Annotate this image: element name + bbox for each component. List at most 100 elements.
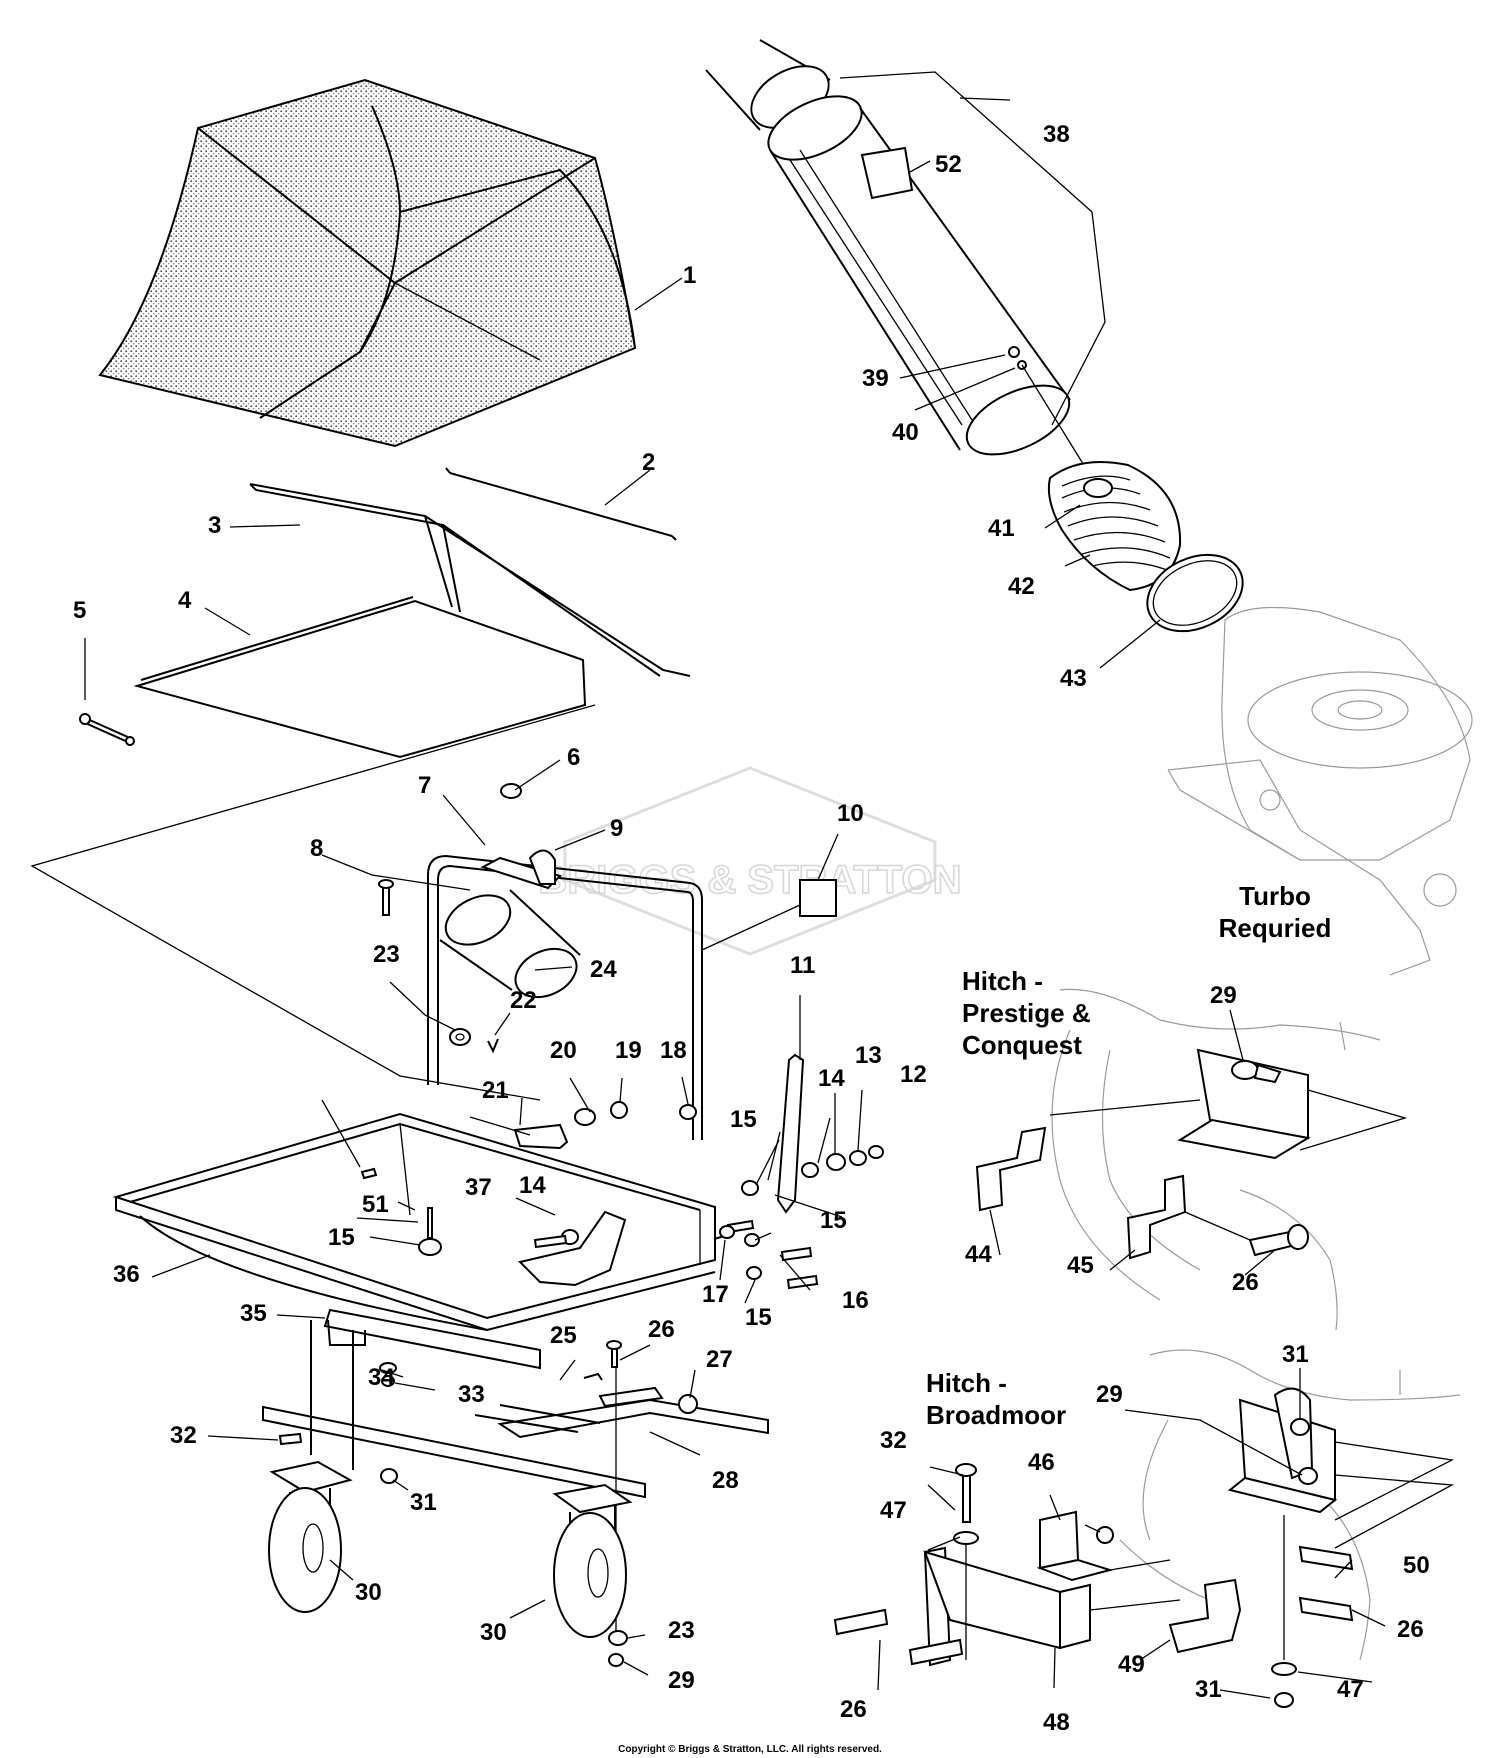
callout-26d: 26: [840, 1696, 867, 1723]
callout-13: 13: [855, 1042, 882, 1069]
callout-45: 45: [1067, 1252, 1094, 1279]
callout-44: 44: [965, 1241, 992, 1268]
leader-lines: [84, 97, 1386, 1699]
callout-26c: 26: [1397, 1616, 1424, 1643]
section-turbo-title: Turbo Requried: [1219, 881, 1332, 943]
part-clip-5: [79, 713, 135, 746]
callout-18: 18: [660, 1037, 687, 1064]
callout-46: 46: [1028, 1449, 1055, 1476]
callout-52: 52: [935, 151, 962, 178]
part-bag: [98, 78, 637, 448]
part-hardware-23-29: [608, 1630, 628, 1667]
callout-37: 37: [465, 1174, 492, 1201]
callout-15c: 15: [745, 1304, 772, 1331]
callout-47b: 47: [1337, 1676, 1364, 1703]
part-hardware-row: [513, 1101, 884, 1196]
part-hitch-broadmoor: [833, 1349, 1461, 1708]
callout-26a: 26: [648, 1316, 675, 1343]
callout-42: 42: [1008, 573, 1035, 600]
part-wheel-30-right: [552, 1483, 633, 1638]
callout-43: 43: [1060, 665, 1087, 692]
turbo-title-line1: Turbo: [1239, 881, 1311, 911]
callout-labels: 1 2 3 4 5 6 7 8 9 10 11 12 13 14 14 15 1…: [73, 121, 1430, 1736]
callout-29c: 29: [1096, 1381, 1123, 1408]
callout-21: 21: [482, 1077, 509, 1104]
part-tray-36: [112, 1112, 819, 1332]
callout-2: 2: [642, 449, 655, 476]
part-bracket-7-9: [480, 783, 562, 890]
guide-line: [30, 704, 596, 1101]
callout-4: 4: [178, 587, 192, 614]
callout-29a: 29: [668, 1667, 695, 1694]
hitch-broadmoor-line1: Hitch -: [926, 1368, 1007, 1398]
callout-30b: 30: [480, 1619, 507, 1646]
callout-19: 19: [615, 1037, 642, 1064]
callout-7: 7: [418, 772, 431, 799]
callout-24: 24: [590, 956, 617, 983]
callout-6: 6: [567, 744, 580, 771]
callout-22: 22: [510, 987, 537, 1014]
section-hitch-broadmoor-title: Hitch - Broadmoor: [926, 1368, 1066, 1430]
callout-38: 38: [1043, 121, 1070, 148]
callout-15a: 15: [730, 1106, 757, 1133]
watermark-logo: BRIGGS & STRATTON: [538, 766, 962, 956]
callout-5: 5: [73, 597, 86, 624]
hitch-prestige-line2: Prestige &: [962, 998, 1091, 1028]
callout-29b: 29: [1210, 982, 1237, 1009]
part-hitch-prestige: [975, 988, 1408, 1331]
callout-17: 17: [702, 1281, 729, 1308]
watermark-text: BRIGGS & STRATTON: [539, 858, 962, 902]
callout-16: 16: [842, 1287, 869, 1314]
part-frame-3: [249, 483, 691, 677]
callout-49: 49: [1118, 1651, 1145, 1678]
callout-1: 1: [683, 262, 696, 289]
part-handle-10: [427, 854, 837, 1140]
callout-12: 12: [900, 1061, 927, 1088]
callout-48: 48: [1043, 1709, 1070, 1736]
callout-9: 9: [610, 815, 623, 842]
part-turbo-ghost: [1167, 606, 1473, 976]
callout-32a: 32: [170, 1422, 197, 1449]
callout-14b: 14: [519, 1172, 546, 1199]
callout-28: 28: [712, 1467, 739, 1494]
callout-10: 10: [837, 800, 864, 827]
callout-50: 50: [1403, 1552, 1430, 1579]
callout-36: 36: [113, 1261, 140, 1288]
callout-33: 33: [458, 1381, 485, 1408]
part-bar-11: [776, 1053, 805, 1214]
callout-39: 39: [862, 365, 889, 392]
callout-11: 11: [790, 952, 815, 979]
part-wheel-30-left: [268, 1460, 353, 1613]
callout-31a: 31: [410, 1489, 437, 1516]
callout-35: 35: [240, 1300, 267, 1327]
part-frame-4: [133, 596, 587, 759]
callout-41: 41: [988, 515, 1015, 542]
turbo-title-line2: Requried: [1219, 913, 1332, 943]
callout-14a: 14: [818, 1065, 845, 1092]
part-washer-23a: [449, 1028, 499, 1054]
hitch-prestige-line3: Conquest: [962, 1030, 1082, 1060]
callout-20: 20: [550, 1037, 577, 1064]
part-bolt-8a: [378, 879, 394, 916]
callout-51: 51: [362, 1191, 389, 1218]
callout-3: 3: [208, 512, 221, 539]
copyright-notice: Copyright © Briggs & Stratton, LLC. All …: [618, 1744, 882, 1755]
callout-23a: 23: [373, 941, 400, 968]
part-elbow-41-42: [1047, 460, 1182, 592]
callout-30a: 30: [355, 1579, 382, 1606]
part-clamp-43: [1146, 553, 1244, 633]
callout-32b: 32: [880, 1427, 907, 1454]
callout-15d: 15: [328, 1224, 355, 1251]
callout-40: 40: [892, 419, 919, 446]
part-cart-frame: [262, 1308, 769, 1640]
callout-8a: 8: [310, 835, 323, 862]
part-tube-24: [439, 889, 581, 999]
callout-25: 25: [550, 1322, 577, 1349]
callout-31b: 31: [1282, 1341, 1309, 1368]
hitch-prestige-line1: Hitch -: [962, 966, 1043, 996]
section-hitch-prestige-title: Hitch - Prestige & Conquest: [962, 966, 1091, 1060]
callout-27: 27: [706, 1346, 733, 1373]
callout-26b: 26: [1232, 1269, 1259, 1296]
hitch-broadmoor-line2: Broadmoor: [926, 1400, 1066, 1430]
